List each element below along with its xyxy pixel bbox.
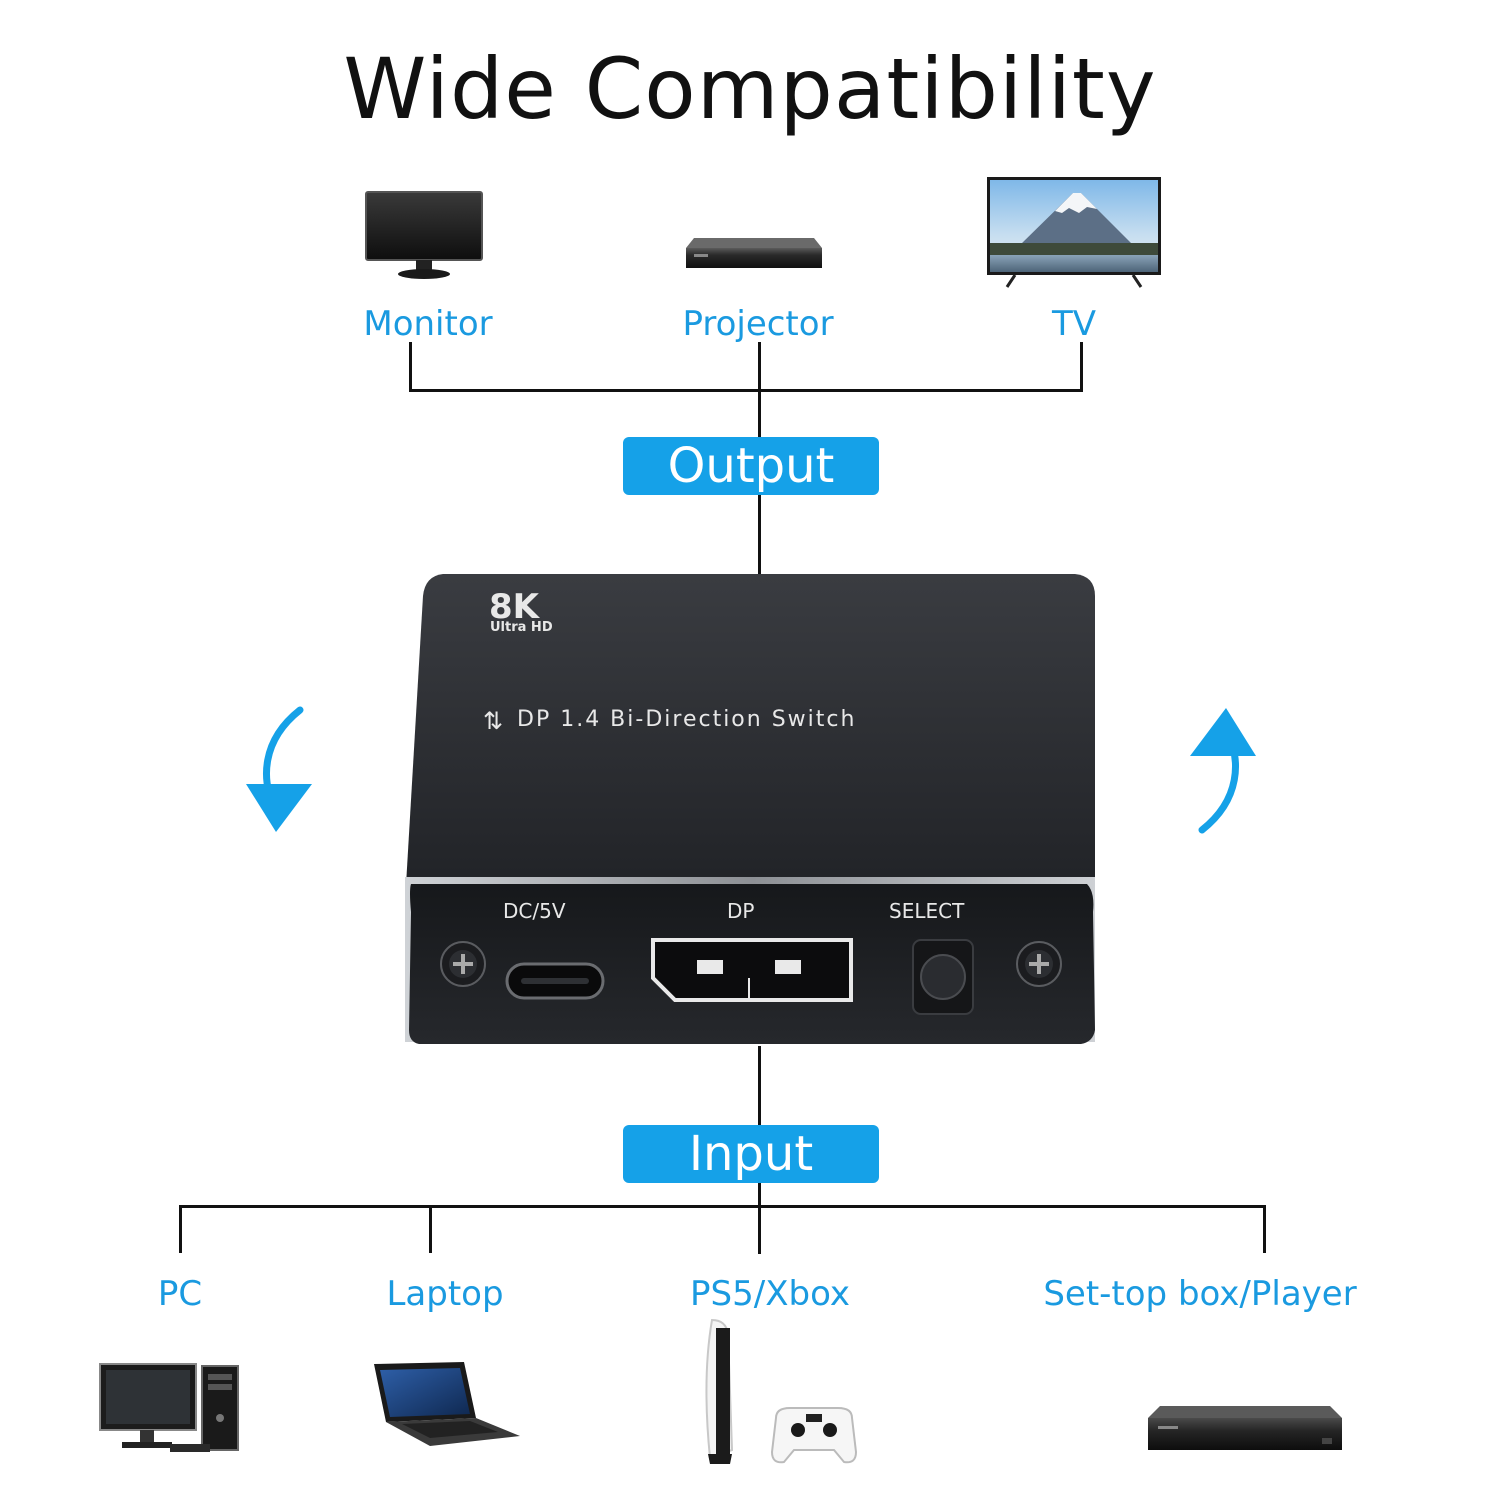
ultra-hd-badge: Ultra HD: [490, 620, 553, 635]
tv-icon: [987, 177, 1161, 288]
dp-switch-device: 8K Ultra HD ⇅ DP 1.4 Bi-Direction Switch…: [405, 574, 1095, 1044]
select-button-icon: [912, 939, 974, 1015]
game-console-icon: [705, 1318, 858, 1464]
connector-line: [1263, 1205, 1266, 1253]
port-label-select: SELECT: [889, 899, 965, 923]
monitor-icon: [365, 191, 483, 279]
connector-line: [429, 1205, 432, 1253]
arrow-up-icon: [1190, 708, 1256, 834]
connector-line: [758, 494, 761, 574]
screw-icon: [1016, 941, 1062, 987]
input-badge: Input: [623, 1125, 879, 1183]
connector-line: [179, 1205, 1266, 1208]
product-name: DP 1.4 Bi-Direction Switch: [517, 707, 856, 732]
usb-c-port-icon: [505, 962, 605, 1000]
connector-line: [758, 1182, 761, 1254]
displayport-icon: [651, 938, 853, 1002]
connector-line: [409, 389, 1083, 392]
projector-icon: [686, 238, 822, 268]
bidirection-arrows-icon: ⇅: [483, 707, 503, 735]
8k-badge: 8K: [489, 587, 541, 627]
screw-icon: [440, 941, 486, 987]
input-label-set-top-box: Set-top box/Player: [1043, 1274, 1357, 1314]
desktop-pc-icon: [99, 1363, 239, 1452]
input-label-laptop: Laptop: [386, 1274, 504, 1314]
set-top-box-icon: [1148, 1406, 1342, 1450]
connector-line: [758, 1046, 761, 1126]
output-label-monitor: Monitor: [363, 304, 493, 344]
laptop-icon: [374, 1362, 520, 1446]
output-label-tv: TV: [1051, 304, 1097, 344]
arrow-down-icon: [246, 706, 312, 832]
input-label-pc: PC: [157, 1274, 203, 1314]
connector-line: [409, 342, 412, 392]
input-label-console: PS5/Xbox: [690, 1274, 850, 1314]
connector-line: [179, 1205, 182, 1253]
port-label-power: DC/5V: [503, 899, 566, 923]
port-label-dp: DP: [727, 899, 754, 923]
output-label-projector: Projector: [682, 304, 834, 344]
output-badge: Output: [623, 437, 879, 495]
page-title: Wide Compatibility: [343, 40, 1157, 138]
connector-line: [1080, 342, 1083, 392]
